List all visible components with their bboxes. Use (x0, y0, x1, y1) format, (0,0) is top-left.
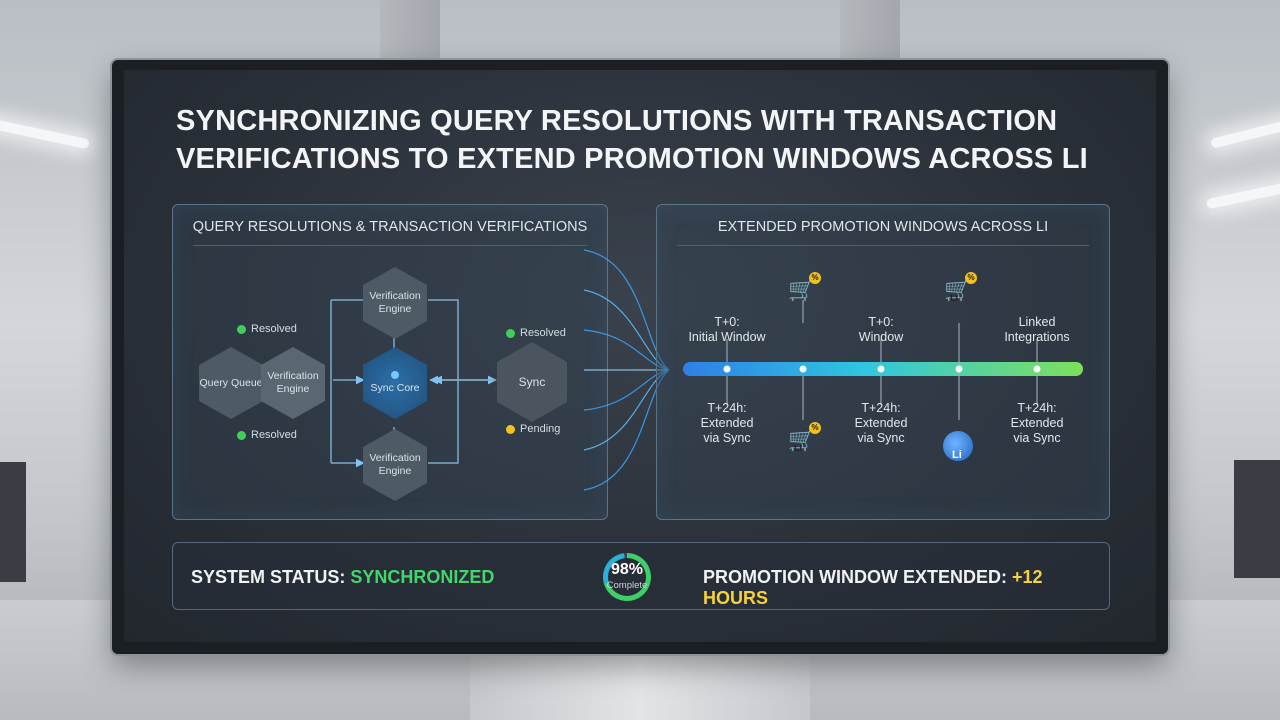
status-pending: Pending (506, 423, 560, 435)
cart-icon: 🛒Li% (787, 422, 821, 455)
flow-arrow (330, 299, 363, 463)
monitor-stand (470, 652, 810, 720)
timeline-label: T+24h: Extended via Sync (700, 401, 754, 445)
timeline-label: T+24h: Extended via Sync (1010, 401, 1064, 445)
query-resolution-panel: QUERY RESOLUTIONS & TRANSACTION VERIFICA… (172, 204, 608, 520)
timeline (683, 300, 1083, 420)
status-resolved: Resolved (237, 323, 297, 335)
ceiling-light (1210, 117, 1280, 149)
cart-icon: 🛒Li% (943, 272, 977, 305)
desk (0, 462, 26, 582)
sync-core-icon (391, 371, 399, 379)
page-title: SYNCHRONIZING QUERY RESOLUTIONS WITH TRA… (176, 105, 1088, 175)
panel-title: QUERY RESOLUTIONS & TRANSACTION VERIFICA… (192, 219, 588, 235)
cart-icon: 🛒% (787, 272, 821, 305)
timeline-label: Linked Integrations (1004, 315, 1070, 344)
promotion-window-panel: EXTENDED PROMOTION WINDOWS ACROSS LI (656, 204, 1110, 520)
query-queue-node: Query Queue (199, 347, 263, 419)
desk (1234, 460, 1280, 578)
system-status: SYSTEM STATUS: SYNCHRONIZED (191, 567, 495, 587)
li-globe-icon: Li (943, 431, 973, 461)
ceiling-light (1205, 180, 1280, 210)
panel-divider (193, 245, 587, 246)
status-resolved: Resolved (237, 429, 297, 441)
panel-title: EXTENDED PROMOTION WINDOWS ACROSS LI (717, 219, 1049, 235)
progress-ring: 98% Complete (603, 553, 651, 601)
flow-connectors (330, 299, 497, 519)
promotion-extension: PROMOTION WINDOW EXTENDED: +12 HOURS (703, 567, 1043, 608)
panel-divider (677, 245, 1089, 246)
timeline-label: T+0: Initial Window (688, 315, 766, 344)
status-bar: SYSTEM STATUS: SYNCHRONIZED 98% Complete… (172, 542, 1110, 610)
status-resolved: Resolved (506, 327, 566, 339)
sync-node: Sync (497, 342, 567, 422)
monitor-screen: SYNCHRONIZING QUERY RESOLUTIONS WITH TRA… (124, 70, 1156, 642)
timeline-label: T+24h: Extended via Sync (854, 401, 908, 445)
ceiling-light (0, 116, 90, 150)
flow-link (428, 299, 459, 464)
timeline-label: T+0: Window (858, 315, 904, 344)
